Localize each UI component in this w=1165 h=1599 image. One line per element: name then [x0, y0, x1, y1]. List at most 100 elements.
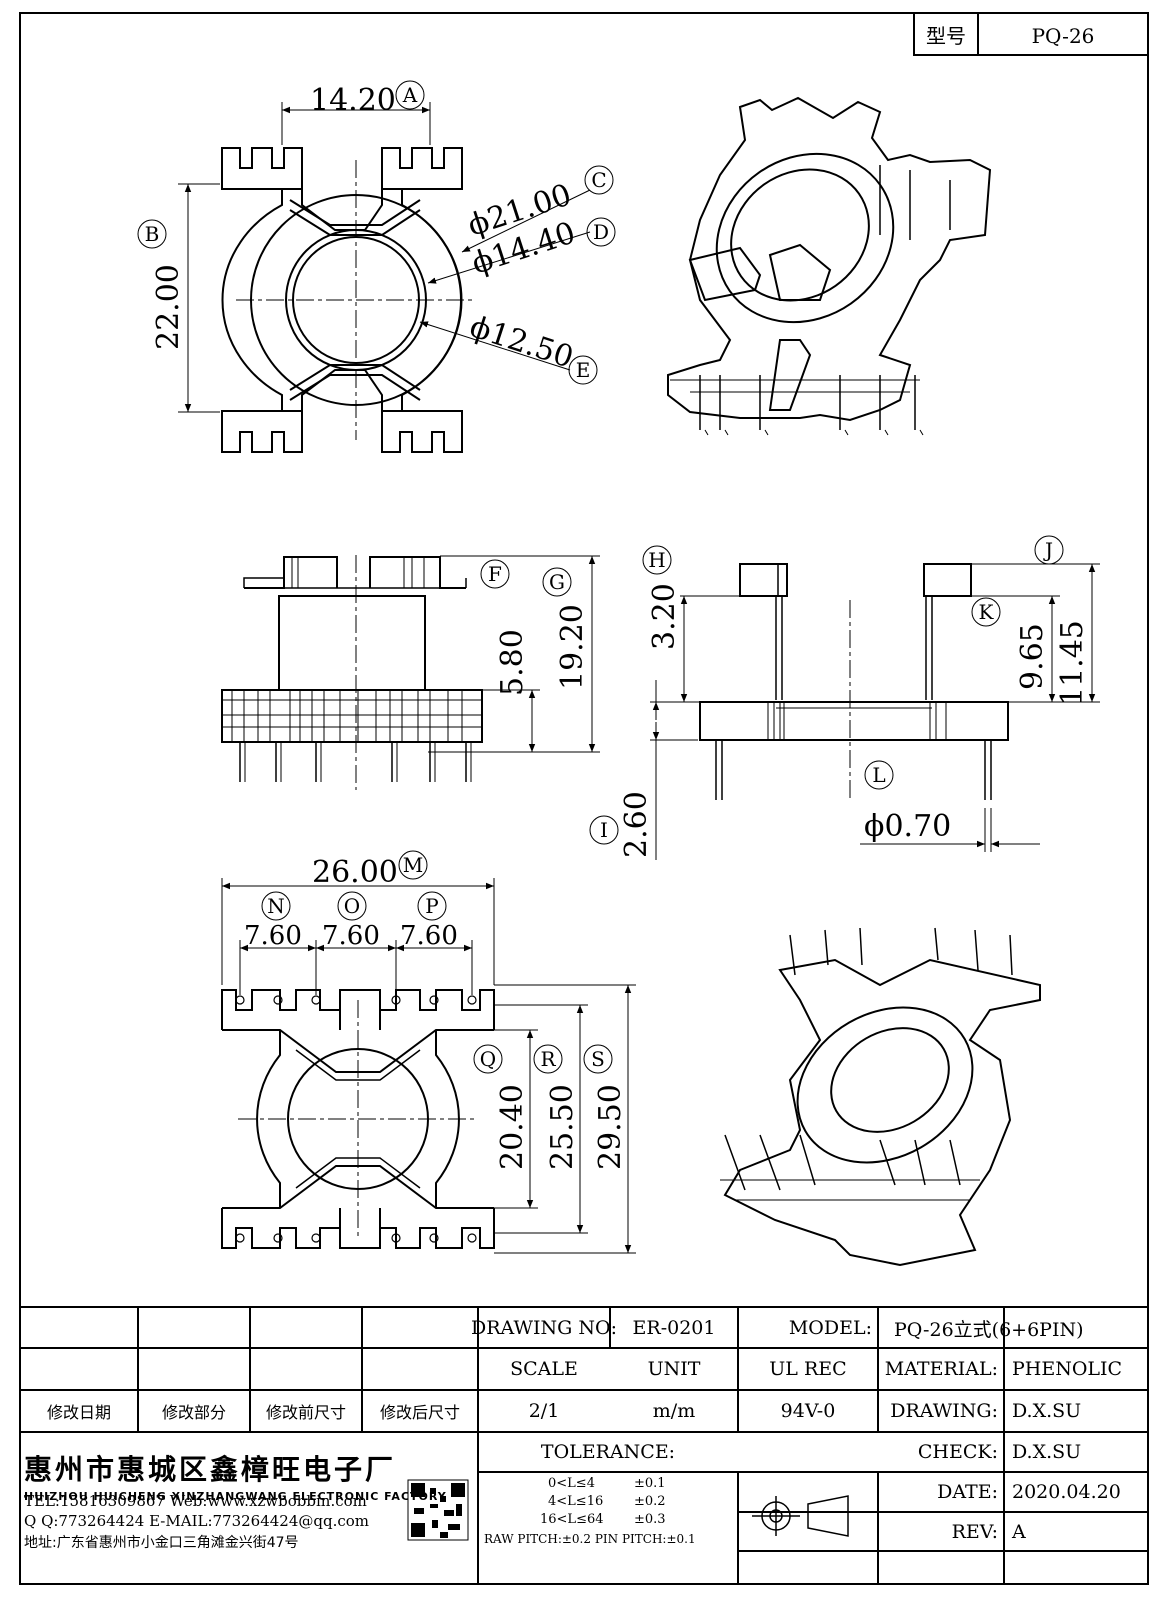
- dim-letter-d: D: [593, 220, 609, 244]
- dim-o-value: 7.60: [322, 921, 380, 951]
- company-name-en: HUIZHOU HUICHENG XINZHANGWANG ELECTRONIC…: [24, 1490, 447, 1503]
- dim-letter-n: N: [267, 894, 285, 918]
- dim-letter-c: C: [591, 168, 606, 192]
- unit-value: m/m: [652, 1400, 696, 1422]
- check-value: D.X.SU: [1012, 1441, 1082, 1463]
- rev-header-before: 修改前尺寸: [265, 1403, 346, 1422]
- dim-marker-b: [137, 219, 167, 249]
- material-label: MATERIAL:: [884, 1358, 998, 1380]
- scale-value: 2/1: [528, 1400, 560, 1422]
- dim-letter-a: A: [402, 83, 418, 107]
- dim-g-value: 19.20: [555, 604, 590, 690]
- material-value: PHENOLIC: [1012, 1358, 1123, 1380]
- dim-l-value: ϕ0.70: [864, 809, 951, 844]
- dim-marker-s: [583, 1044, 613, 1074]
- dim-marker-d: [586, 217, 616, 247]
- dim-letter-g: G: [549, 570, 565, 594]
- tol-range-2: 4<L≤16: [548, 1494, 604, 1509]
- check-label: CHECK:: [917, 1441, 998, 1463]
- rev-label: REV:: [951, 1521, 998, 1543]
- dim-e-value: ϕ12.50: [466, 309, 578, 375]
- dim-marker-j: [1034, 535, 1064, 565]
- dim-h-value: 3.20: [647, 583, 682, 650]
- dim-f-value: 5.80: [495, 629, 530, 696]
- model-header-value: PQ-26: [1032, 24, 1095, 48]
- dim-i-value: 2.60: [619, 791, 654, 858]
- model-label: MODEL:: [788, 1317, 872, 1339]
- company-tel-web: TEL:15816309867 Web:www.xzwbobbin.com: [24, 1492, 367, 1510]
- tol-range-1: 0<L≤4: [548, 1476, 595, 1491]
- dim-letter-o: O: [344, 894, 360, 918]
- qr-code: [407, 1479, 469, 1541]
- rev-value: A: [1012, 1521, 1026, 1543]
- dim-letter-f: F: [488, 562, 502, 586]
- dim-marker-a: [395, 80, 425, 110]
- scale-label: SCALE: [510, 1358, 578, 1380]
- dim-p-value: 7.60: [400, 921, 458, 951]
- date-label: DATE:: [937, 1481, 998, 1503]
- side-view: [650, 563, 1100, 860]
- company-name-cn: 惠州市惠城区鑫樟旺电子厂: [24, 1453, 397, 1486]
- dim-m-value: 26.00: [312, 855, 398, 890]
- top-view: [178, 102, 591, 453]
- dim-letter-r: R: [540, 1047, 556, 1071]
- drawing-no-value: ER-0201: [632, 1317, 716, 1339]
- dim-b-value: 22.00: [151, 264, 186, 350]
- dim-marker-r: [533, 1044, 563, 1074]
- ul-value: 94V-0: [780, 1400, 836, 1422]
- dim-letter-p: P: [425, 894, 438, 918]
- title-block: [20, 1306, 1148, 1584]
- dimension-letter-markers: A B C D E F G H I J K L M N O P Q R S: [137, 80, 1064, 1074]
- model-value: PQ-26立式(6+6PIN): [894, 1318, 1084, 1341]
- dim-marker-h: [642, 545, 672, 575]
- dim-a-value: 14.20: [310, 83, 396, 118]
- drawing-label: DRAWING:: [890, 1400, 998, 1422]
- dim-marker-l: [864, 760, 894, 790]
- rev-header-date: 修改日期: [46, 1403, 111, 1422]
- dim-marker-o: [337, 891, 367, 921]
- dim-marker-g: [542, 567, 572, 597]
- dim-letter-m: M: [403, 853, 423, 877]
- dim-marker-q: [473, 1044, 503, 1074]
- company-qq-email: Q Q:773264424 E-MAIL:773264424@qq.com: [24, 1512, 370, 1530]
- dim-letter-q: Q: [480, 1047, 496, 1071]
- dim-letter-b: B: [145, 222, 160, 246]
- tolerance-label: TOLERANCE:: [540, 1441, 676, 1463]
- dim-letter-k: K: [979, 600, 995, 624]
- dim-n-value: 7.60: [244, 921, 302, 951]
- model-header-box: 型号 PQ-26: [913, 13, 1148, 56]
- dim-letter-h: H: [648, 548, 665, 572]
- dim-marker-i: [589, 815, 619, 845]
- dim-marker-c: [584, 165, 614, 195]
- front-view: [221, 555, 600, 790]
- company-address: 地址:广东省惠州市小金口三角滩金兴街47号: [24, 1535, 299, 1551]
- dim-marker-p: [417, 891, 447, 921]
- unit-label: UNIT: [647, 1358, 701, 1380]
- dim-s-value: 29.50: [593, 1084, 628, 1170]
- bottom-view: [221, 878, 636, 1254]
- dim-marker-k: [971, 597, 1001, 627]
- dim-letter-s: S: [591, 1047, 605, 1071]
- dim-letter-l: L: [872, 763, 885, 787]
- projection-symbol: [752, 1495, 849, 1537]
- dim-letter-j: J: [1043, 538, 1053, 562]
- dim-marker-n: [261, 891, 291, 921]
- dim-marker-e: [568, 355, 598, 385]
- tol-range-3: 16<L≤64: [540, 1512, 604, 1527]
- tol-value-1: ±0.1: [634, 1476, 666, 1491]
- rev-header-after: 修改后尺寸: [379, 1403, 460, 1422]
- rev-header-part: 修改部分: [161, 1403, 226, 1422]
- dim-letter-e: E: [576, 358, 591, 382]
- dim-letter-i: I: [600, 818, 608, 842]
- model-header-label: 型号: [926, 24, 966, 48]
- tol-value-2: ±0.2: [634, 1494, 666, 1509]
- ul-label: UL REC: [769, 1358, 847, 1380]
- drawing-no-label: DRAWING NO:: [471, 1317, 617, 1339]
- iso-view-bottom: [720, 927, 1041, 1267]
- dim-marker-f: [480, 559, 510, 589]
- drawing-value: D.X.SU: [1012, 1400, 1082, 1422]
- date-value: 2020.04.20: [1012, 1481, 1121, 1503]
- dim-k-value: 9.65: [1015, 623, 1050, 690]
- iso-view-top: [667, 96, 992, 436]
